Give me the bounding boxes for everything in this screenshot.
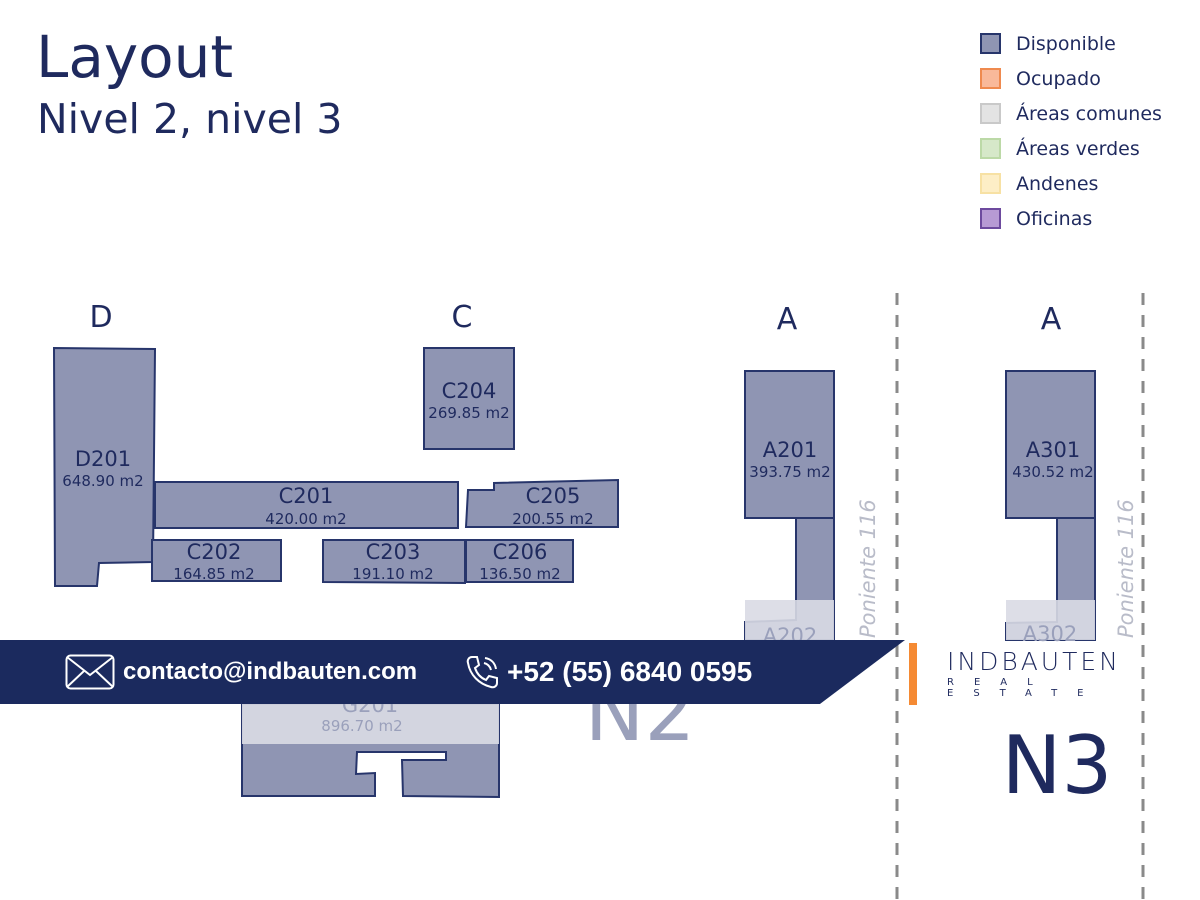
email-text: contacto@indbauten.com <box>123 658 418 685</box>
legend-swatch <box>980 103 1001 124</box>
unit-code: D201 <box>75 447 131 471</box>
unit-area: 269.85 m2 <box>428 404 509 422</box>
legend-item-areas-comunes: Áreas comunes <box>980 96 1190 131</box>
unit-code: C205 <box>526 484 581 508</box>
common-area-g <box>242 704 499 744</box>
unit-code: C202 <box>187 540 242 564</box>
unit-code: C204 <box>442 379 497 403</box>
block-label-d: D <box>89 300 112 335</box>
legend-swatch <box>980 208 1001 229</box>
legend-swatch <box>980 173 1001 194</box>
phone-text: +52 (55) 6840 0595 <box>507 656 753 687</box>
legend-label: Andenes <box>1016 172 1099 195</box>
legend-item-oficinas: Oficinas <box>980 201 1190 236</box>
unit-d201[interactable] <box>52 346 157 587</box>
brand-logo: INDBAUTEN REAL ESTATE <box>947 647 1187 700</box>
legend-item-disponible: Disponible <box>980 26 1190 61</box>
level-label-n3: N3 <box>1002 719 1113 812</box>
legend-label: Ocupado <box>1016 67 1101 90</box>
legend-item-areas-verdes: Áreas verdes <box>980 131 1190 166</box>
unit-area: 200.55 m2 <box>512 510 593 528</box>
street-label: Poniente 116 <box>1114 499 1138 638</box>
unit-area: 648.90 m2 <box>62 472 143 490</box>
block-label-c: C <box>452 300 473 335</box>
phone-icon <box>466 656 498 689</box>
unit-area: 164.85 m2 <box>173 565 254 583</box>
contact-banner: contacto@indbauten.com +52 (55) 6840 059… <box>0 640 905 704</box>
unit-area: 430.52 m2 <box>1012 463 1093 481</box>
unit-code: C201 <box>279 484 334 508</box>
email-link[interactable]: contacto@indbauten.com <box>65 640 417 704</box>
legend-swatch <box>980 138 1001 159</box>
legend-label: Áreas verdes <box>1016 137 1140 160</box>
block-label-a-n2: A <box>777 302 798 337</box>
page-subtitle: Nivel 2, nivel 3 <box>37 95 343 143</box>
legend-label: Áreas comunes <box>1016 102 1162 125</box>
unit-area: 136.50 m2 <box>479 565 560 583</box>
phone-link[interactable]: +52 (55) 6840 0595 <box>465 640 752 704</box>
legend-item-andenes: Andenes <box>980 166 1190 201</box>
legend: Disponible Ocupado Áreas comunes Áreas v… <box>980 26 1190 236</box>
legend-swatch <box>980 68 1001 89</box>
unit-c205[interactable] <box>464 478 619 528</box>
banner-background <box>0 640 905 704</box>
unit-code: A302 <box>1023 622 1077 646</box>
page-title: Layout <box>36 23 234 91</box>
unit-c206[interactable] <box>465 539 574 583</box>
brand-accent-bar <box>909 643 917 705</box>
brand-name: INDBAUTEN <box>947 647 1121 676</box>
legend-label: Disponible <box>1016 32 1116 55</box>
unit-area: 896.70 m2 <box>321 717 402 735</box>
unit-code: A201 <box>763 438 817 462</box>
unit-area: 393.75 m2 <box>749 463 830 481</box>
common-area-a3 <box>1006 600 1095 640</box>
unit-code: C206 <box>493 540 548 564</box>
unit-code: C203 <box>366 540 421 564</box>
unit-c202[interactable] <box>151 539 282 582</box>
envelope-icon <box>65 654 115 690</box>
unit-c204[interactable] <box>423 347 515 450</box>
legend-item-ocupado: Ocupado <box>980 61 1190 96</box>
legend-label: Oficinas <box>1016 207 1093 230</box>
legend-swatch <box>980 33 1001 54</box>
unit-code: A301 <box>1026 438 1080 462</box>
street-label: Poniente 116 <box>856 499 880 638</box>
unit-area: 420.00 m2 <box>265 510 346 528</box>
unit-area: 191.10 m2 <box>352 565 433 583</box>
common-area-a2 <box>745 600 834 640</box>
block-label-a-n3: A <box>1041 302 1062 337</box>
brand-tagline: REAL ESTATE <box>947 677 1104 699</box>
unit-c201[interactable] <box>154 481 459 529</box>
